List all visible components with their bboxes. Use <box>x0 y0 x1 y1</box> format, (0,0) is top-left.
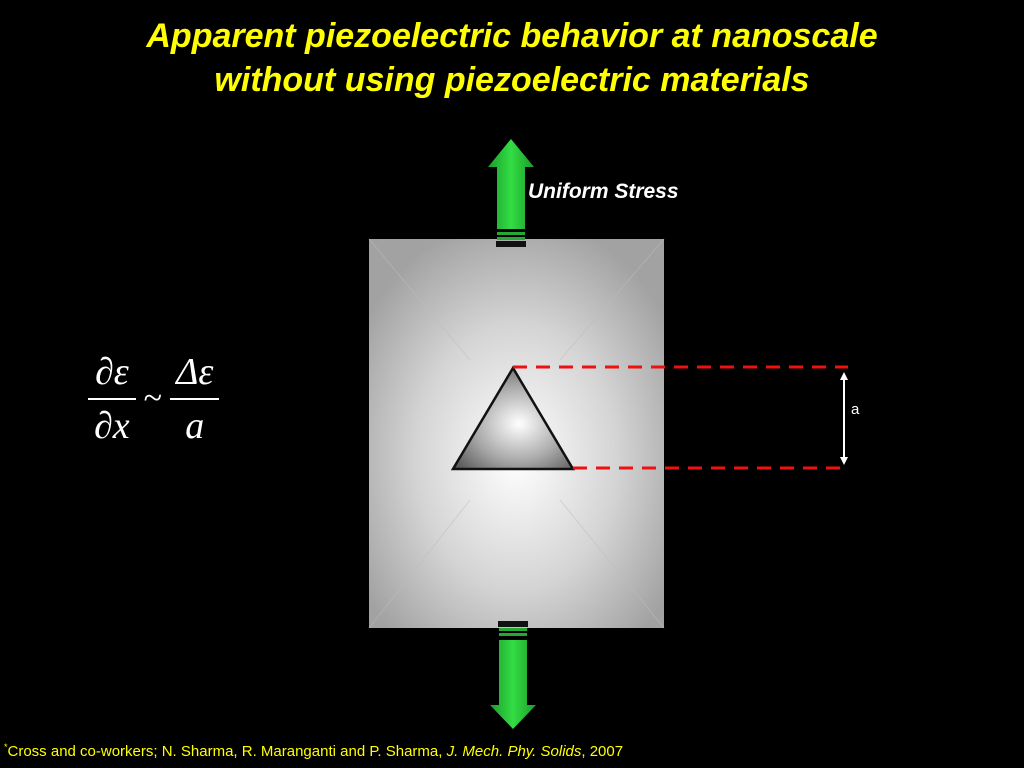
footnote-authors: Cross and co-workers; N. Sharma, R. Mara… <box>7 743 447 760</box>
rhs-denominator: a <box>185 405 205 447</box>
citation-footnote: *Cross and co-workers; N. Sharma, R. Mar… <box>4 742 623 760</box>
footnote-year: , 2007 <box>581 743 624 760</box>
rhs-fraction-bar <box>170 398 220 400</box>
title-line-1: Apparent piezoelectric behavior at nanos… <box>146 17 878 55</box>
lhs-denominator: ∂x <box>94 405 130 447</box>
lhs-numerator: ∂ε <box>94 351 129 393</box>
lhs-fraction-bar <box>88 398 136 400</box>
dimension-label: a <box>851 401 860 418</box>
rhs-fraction: Δε a <box>170 350 220 448</box>
rhs-numerator: Δε <box>176 351 214 393</box>
lhs-fraction: ∂ε ∂x <box>88 350 136 448</box>
footnote-journal: J. Mech. Phy. Solids <box>446 743 582 760</box>
title-line-2: without using piezoelectric materials <box>214 61 810 99</box>
uniform-stress-label: Uniform Stress <box>528 180 679 203</box>
bottom-stress-arrow <box>490 621 536 729</box>
triangular-inclusion <box>450 365 576 471</box>
footnote-marker: * <box>4 742 8 752</box>
relation-symbol: ~ <box>143 380 163 417</box>
gradient-equation: ∂ε ∂x ~ Δε a <box>88 350 220 448</box>
block-shading-lines <box>368 238 665 629</box>
slide-title: Apparent piezoelectric behavior at nanos… <box>0 14 1024 102</box>
top-stress-arrow <box>488 139 534 247</box>
